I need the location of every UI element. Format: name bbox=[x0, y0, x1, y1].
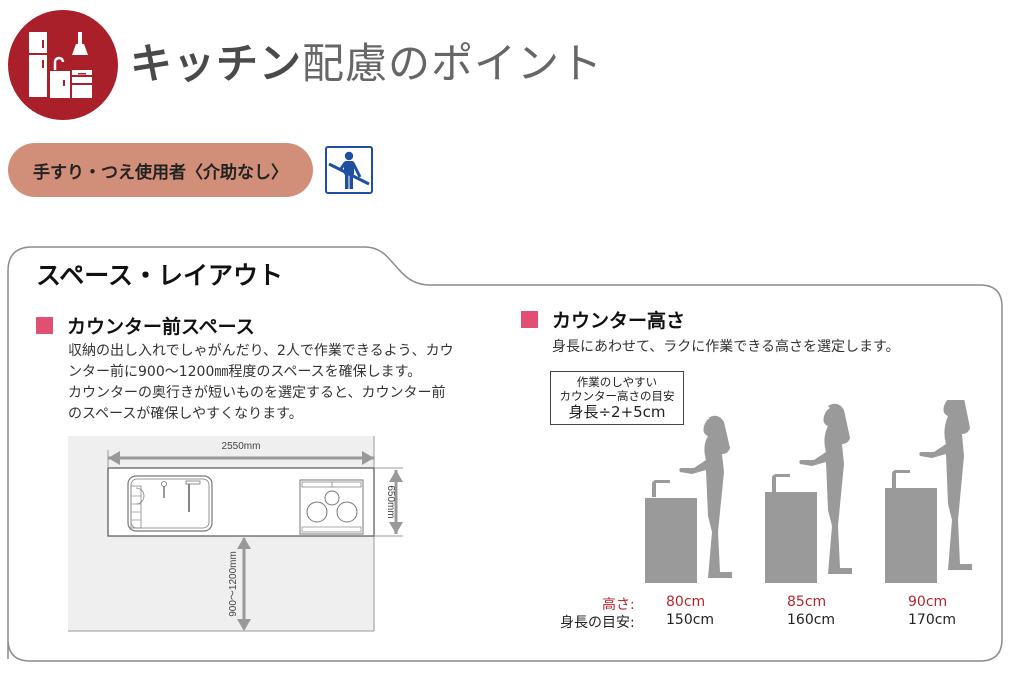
pink-square-bullet-icon bbox=[36, 317, 53, 334]
height-formula-box: 作業のしやすい カウンター高さの目安 身長÷2+5cm bbox=[550, 371, 684, 425]
kitchen-icon bbox=[29, 32, 92, 98]
section-title: スペース・レイアウト bbox=[36, 261, 284, 290]
page-title-bold: キッチン bbox=[130, 39, 303, 88]
counter-height-description: 身長にあわせて、ラクに作業できる高さを選定します。 bbox=[552, 339, 900, 355]
description-line: ンター前に900～1200㎜程度のスペースを確保します。 bbox=[68, 364, 422, 380]
cooktop-icon bbox=[299, 479, 364, 535]
formula-line3: 身長÷2+5cm bbox=[568, 403, 666, 421]
counter-height-value: 80cm bbox=[666, 594, 706, 610]
person-at-counter-80cm-icon bbox=[645, 415, 732, 583]
user-category-label: 手すり・つえ使用者〈介助なし〉 bbox=[33, 162, 288, 183]
page-title: キッチン配慮のポイント bbox=[130, 30, 603, 91]
counter-front-space-heading: カウンター前スペース bbox=[36, 312, 255, 339]
stature-value: 170cm bbox=[908, 612, 957, 628]
person-at-counter-90cm-icon bbox=[885, 400, 972, 583]
stature-value: 150cm bbox=[666, 612, 715, 628]
description-line: カウンターの奥行きが短いものを選定すると、カウンター前 bbox=[68, 385, 446, 401]
height-row-label: 高さ: bbox=[602, 597, 635, 613]
stature-row-label: 身長の目安: bbox=[560, 615, 635, 631]
front-space-label: 900〜1200mm bbox=[228, 551, 239, 617]
counter-height-value: 85cm bbox=[787, 594, 827, 610]
user-category-pill: 手すり・つえ使用者〈介助なし〉 bbox=[8, 143, 313, 197]
counter-front-space-title: カウンター前スペース bbox=[67, 316, 255, 338]
width-label: 2550mm bbox=[222, 441, 261, 452]
counter-height-illustration bbox=[645, 400, 972, 583]
counter-front-space-description: 収納の出し入れでしゃがんだり、2人で作業できるよう、カウ ンター前に900～12… bbox=[68, 341, 508, 425]
depth-label: 650mm bbox=[385, 485, 396, 518]
counter-height-value: 90cm bbox=[908, 594, 948, 610]
person-at-counter-85cm-icon bbox=[765, 403, 852, 583]
description-line: 収納の出し入れでしゃがんだり、2人で作業できるよう、カウ bbox=[68, 343, 454, 359]
description-line: のスペースが確保しやすくなります。 bbox=[68, 406, 303, 422]
page-title-light: 配慮のポイント bbox=[302, 39, 604, 88]
kitchen-logo bbox=[8, 10, 118, 120]
width-dimension-arrow bbox=[107, 450, 374, 468]
pink-square-bullet-icon bbox=[521, 311, 538, 328]
formula-line1: 作業のしやすい bbox=[576, 375, 658, 389]
sink-icon bbox=[127, 475, 213, 532]
front-space-dimension-arrow bbox=[237, 537, 251, 631]
counter-height-title: カウンター高さ bbox=[552, 310, 686, 332]
counter-height-heading: カウンター高さ bbox=[521, 306, 685, 333]
kitchen-floor-plan-diagram: 2550mm 650mm 900〜1200mm bbox=[68, 436, 403, 632]
formula-line2: カウンター高さの目安 bbox=[559, 389, 675, 403]
stature-value: 160cm bbox=[787, 612, 836, 628]
depth-dimension-arrow bbox=[374, 467, 403, 537]
handrail-user-icon bbox=[325, 146, 373, 194]
